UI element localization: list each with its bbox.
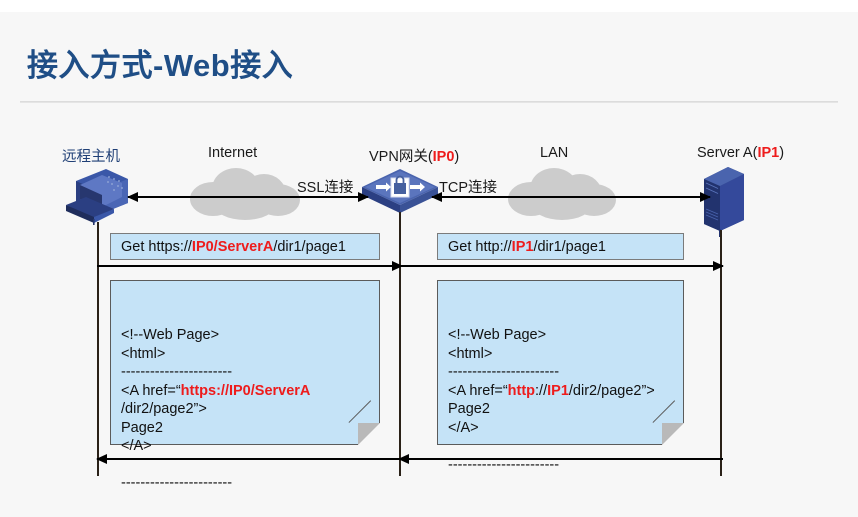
node-label-server-a: Server A(IP1) xyxy=(697,145,784,161)
arrowhead-left xyxy=(398,453,409,464)
server-label-ip: IP1 xyxy=(757,145,780,161)
code-line: ----------------------- xyxy=(121,363,379,382)
code-line: </A> xyxy=(448,419,683,438)
plain-text: <!--Web Page> xyxy=(448,327,547,343)
code-line: <html> xyxy=(121,345,379,364)
code-line: ----------------------- xyxy=(448,363,683,382)
cloud-icon-internet xyxy=(190,168,300,220)
title-divider xyxy=(20,101,838,103)
code-line: ----------------------- xyxy=(121,474,379,493)
code-line: Page2 xyxy=(121,419,379,438)
plain-text: ----------------------- xyxy=(448,364,560,380)
arrowhead-right xyxy=(700,191,711,202)
request-left-text: Get https://IP0/ServerA/dir1/page1 xyxy=(121,239,346,255)
arrowhead-left xyxy=(431,191,442,202)
plain-text: Page2 xyxy=(448,401,490,417)
plain-text: <A href=“ xyxy=(121,382,181,399)
highlight-text: IP1 xyxy=(511,238,534,255)
node-label-vpn-gateway: VPN网关(IP0) xyxy=(369,145,459,166)
fold-corner-icon xyxy=(358,423,380,445)
vpn-label-prefix: VPN网关( xyxy=(369,149,433,165)
highlight-text: https://IP0/ServerA xyxy=(180,382,311,399)
request-arrow-right xyxy=(399,260,724,271)
plain-text: /dir1/page1 xyxy=(533,238,606,255)
network-label-internet: Internet xyxy=(208,145,258,161)
vpn-gateway-icon xyxy=(360,167,440,221)
page-box-right: <!--Web Page> <html> ---------------------… xyxy=(437,280,684,473)
server-label-suffix: ) xyxy=(779,145,785,161)
request-arrow-left xyxy=(97,260,403,271)
link-arrow-tcp xyxy=(431,191,711,202)
workstation-icon xyxy=(62,163,134,226)
plain-text: Page2 xyxy=(121,419,163,436)
arrowhead-right xyxy=(392,260,403,271)
link-arrow-ssl xyxy=(127,191,369,202)
code-line: <A href=“https://IP0/ServerA xyxy=(121,382,379,401)
code-line: </A> xyxy=(121,437,379,456)
plain-text: <!--Web Page> xyxy=(121,327,220,343)
arrowhead-right xyxy=(358,191,369,202)
link-label-tcp: TCP连接 xyxy=(439,180,497,196)
response-arrow-left xyxy=(96,453,402,464)
node-label-remote-host: 远程主机 xyxy=(62,149,120,165)
network-label-lan: LAN xyxy=(540,145,569,161)
code-line: <!--Web Page> xyxy=(448,326,683,345)
plain-text: /dir2/page2”> xyxy=(121,401,207,417)
plain-text: ----------------------- xyxy=(121,475,233,491)
request-right-text: Get http://IP1/dir1/page1 xyxy=(448,239,606,255)
arrowhead-left xyxy=(127,191,138,202)
cloud-icon-lan xyxy=(508,168,616,220)
link-label-ssl: SSL连接 xyxy=(297,180,354,196)
page-box-left: <!--Web Page> <html> ---------------------… xyxy=(110,280,380,491)
plain-text: ----------------------- xyxy=(448,456,560,473)
highlight-text: http xyxy=(507,382,536,399)
page-title: 接入方式-Web接入 xyxy=(27,48,294,83)
code-line: <!--Web Page> xyxy=(121,326,379,345)
arrowhead-left xyxy=(96,453,107,464)
plain-text: Get http:// xyxy=(448,238,512,255)
response-arrow-right xyxy=(398,453,723,464)
plain-text: /dir2/page2”> xyxy=(568,382,655,399)
plain-text: <html> xyxy=(121,345,166,362)
plain-text: </A> xyxy=(121,438,152,454)
plain-text: <A href=“ xyxy=(448,382,508,399)
code-line xyxy=(448,437,683,456)
vpn-label-suffix: ) xyxy=(454,149,460,165)
code-line: <A href=“http://IP1/dir2/page2”> xyxy=(448,382,683,401)
lifeline-vpn-gateway xyxy=(399,212,401,476)
highlight-text: IP1 xyxy=(547,382,569,399)
code-line: ----------------------- xyxy=(448,456,683,475)
code-line: Page2 xyxy=(448,400,683,419)
lifeline-remote-host xyxy=(97,222,99,476)
page-right-text: <!--Web Page> <html> ---------------------… xyxy=(448,326,683,474)
page-left-text: <!--Web Page> <html> ---------------------… xyxy=(121,326,379,493)
code-line: <html> xyxy=(448,345,683,364)
code-line: /dir2/page2”> xyxy=(121,400,379,419)
arrowhead-right xyxy=(713,260,724,271)
request-box-left: Get https://IP0/ServerA/dir1/page1 xyxy=(110,233,380,260)
plain-text: Get https:// xyxy=(121,238,192,255)
plain-text: <html> xyxy=(448,345,493,362)
request-box-right: Get http://IP1/dir1/page1 xyxy=(437,233,684,260)
vpn-label-ip: IP0 xyxy=(432,149,455,165)
plain-text: </A> xyxy=(448,419,479,436)
plain-text: ----------------------- xyxy=(121,364,233,380)
top-white-strip xyxy=(0,0,858,12)
highlight-text: IP0/ServerA xyxy=(191,238,274,255)
server-label-prefix: Server A( xyxy=(697,145,758,161)
plain-text: :// xyxy=(535,382,548,399)
plain-text: /dir1/page1 xyxy=(273,238,346,255)
lifeline-server-a xyxy=(720,230,722,476)
fold-corner-icon xyxy=(662,423,684,445)
